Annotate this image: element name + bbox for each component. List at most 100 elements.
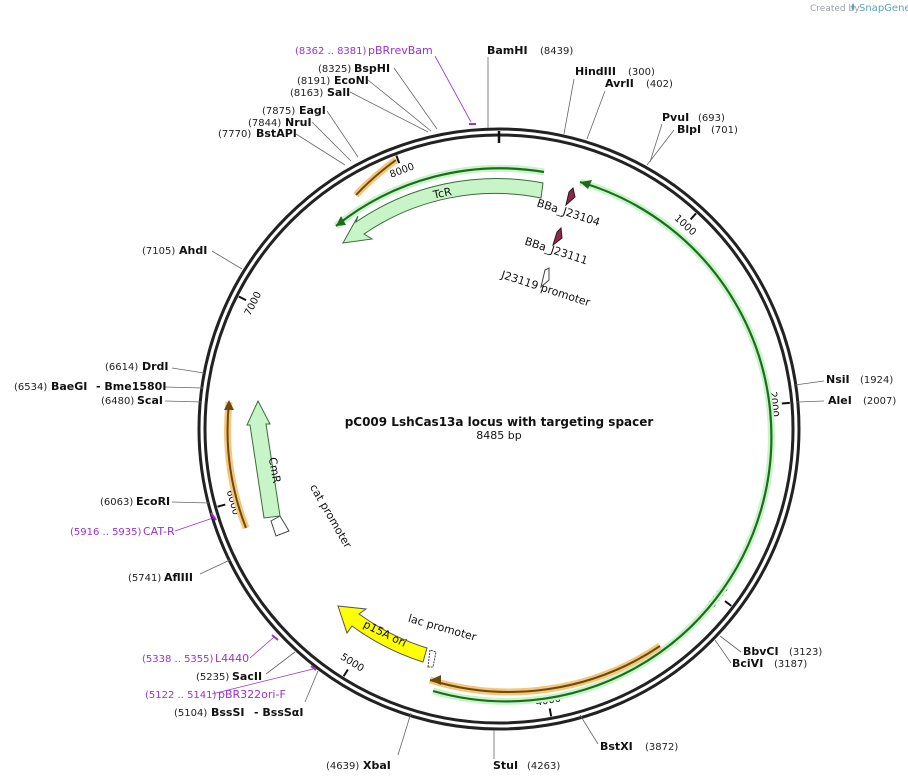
tcr-feature-arrow[interactable]: [342, 178, 544, 244]
enzyme-hindiii-name[interactable]: HindIII: [575, 65, 616, 78]
enzyme-blpi-pos: (701): [711, 125, 738, 136]
enzyme-bbvci-name[interactable]: BbvCI: [743, 645, 779, 658]
enzyme-xbai-name[interactable]: XbaI: [363, 759, 391, 772]
enzyme-scai-pos: (6480): [101, 396, 134, 407]
enzyme-scai-name[interactable]: ScaI: [137, 394, 163, 407]
enzyme-bstapi-pos: (7770): [218, 129, 251, 140]
enzyme-bsssi-pos: (5104): [174, 708, 207, 719]
tick-mark-7000: [238, 295, 247, 301]
enzyme-pvui-pos: (693): [698, 113, 725, 124]
tick-label-5000: 5000: [338, 652, 365, 675]
orange-arc-bottom-halo: [428, 643, 662, 696]
enzyme-pvui-name[interactable]: PvuI: [662, 111, 689, 124]
snapgene-logo-icon: [851, 3, 855, 11]
enzyme-afliii-pos: (5741): [128, 573, 161, 584]
enzyme-nrui-name[interactable]: NruI: [285, 116, 312, 129]
enzyme-bsssi-name[interactable]: BssSI: [211, 706, 245, 719]
enzyme-ecori-name[interactable]: EcoRI: [136, 495, 170, 508]
enzyme-bstxi-name[interactable]: BstXI: [600, 740, 633, 753]
primer-l4440-mark: [271, 634, 279, 641]
enzyme-bbvci-pos: (3123): [789, 647, 822, 658]
tick-mark-4000: [548, 708, 553, 717]
enzyme-baegi-extra: - Bme1580I: [96, 380, 166, 393]
orange-arc-top: [355, 159, 397, 196]
orf-arc-right: [432, 180, 773, 703]
bba-j23104-marker[interactable]: [565, 187, 576, 207]
feature-label-cmr[interactable]: CmR: [266, 456, 283, 484]
tick-mark-6000: [217, 503, 226, 508]
primer-pbrrevbam-pos: (8362 .. 8381): [295, 46, 367, 57]
enzyme-ecori-pos: (6063): [100, 497, 133, 508]
enzyme-xbai-pos: (4639): [326, 761, 359, 772]
feature-label-cat-promoter[interactable]: cat promoter: [307, 482, 354, 551]
primer-pbr322ori-f-name[interactable]: pBR322ori-F: [218, 688, 286, 701]
feature-label-lac-promoter[interactable]: lac promoter: [407, 612, 479, 644]
orf-arc-top: [335, 167, 545, 227]
orange-arc-bottom: [429, 645, 661, 693]
tick-mark-5000: [342, 668, 349, 677]
enzyme-bcivi-name[interactable]: BciVI: [732, 657, 763, 670]
orf-arc-top-arrowhead: [336, 216, 346, 226]
enzyme-afliii-name[interactable]: AflIII: [164, 571, 193, 584]
credit-text: Created by: [810, 4, 860, 14]
enzyme-drdi-pos: (6614): [105, 362, 138, 373]
orange-arc-left-arrowhead: [224, 400, 234, 410]
enzyme-bstapi-name[interactable]: BstAPI: [256, 127, 297, 140]
cmr-feature-arrow[interactable]: [246, 399, 281, 519]
p15a-ori-arrow[interactable]: [337, 605, 428, 663]
map-length: 8485 bp: [476, 429, 521, 442]
enzyme-drdi-name[interactable]: DrdI: [142, 360, 169, 373]
primer-cat-r-name[interactable]: CAT-R: [143, 525, 175, 538]
primer-pbrrevbam-name[interactable]: pBRrevBam: [368, 44, 433, 57]
orange-arc-bottom-arrowhead: [430, 675, 441, 685]
lac-promoter-arrow[interactable]: [427, 649, 437, 668]
enzyme-blpi-name[interactable]: BlpI: [677, 123, 701, 136]
primer-pbr322ori-f-mark: [310, 665, 317, 671]
enzyme-sali-name[interactable]: SalI: [327, 86, 350, 99]
enzyme-baegi-pos: (6534): [14, 382, 47, 393]
enzyme-sacii-name[interactable]: SacII: [232, 670, 262, 683]
primer-labels: (8362 .. 8381) pBRrevBam (5916 .. 5935) …: [70, 44, 433, 701]
tick-label-7000: 7000: [243, 290, 264, 318]
enzyme-baegi-name[interactable]: BaeGI: [51, 380, 87, 393]
j23119-promoter-marker[interactable]: [540, 267, 550, 289]
enzyme-nsii-pos: (1924): [860, 375, 893, 386]
feature-arcs: [210, 123, 775, 705]
enzyme-econi-pos: (8191): [297, 76, 330, 87]
enzyme-stui-name[interactable]: StuI: [493, 759, 518, 772]
credit-brand: SnapGene: [859, 3, 908, 14]
enzyme-avrii-name[interactable]: AvrII: [605, 77, 634, 90]
enzyme-bcivi-pos: (3187): [774, 659, 807, 670]
enzyme-leader-lines: [164, 57, 825, 759]
feature-label-tcr[interactable]: TcR: [431, 185, 453, 202]
enzyme-ahdi-pos: (7105): [142, 246, 175, 257]
enzyme-nsii-name[interactable]: NsiI: [826, 373, 850, 386]
tick-mark-2000: [781, 401, 790, 405]
primer-cat-r-mark: [210, 512, 217, 521]
enzyme-alei-pos: (2007): [863, 396, 896, 407]
enzyme-bsphi-pos: (8325): [318, 64, 351, 75]
enzyme-sacii-pos: (5235): [196, 672, 229, 683]
tick-mark-1000: [689, 212, 697, 221]
primer-leader-lines: [174, 55, 472, 695]
orange-arc-left: [226, 401, 247, 529]
bba-j23111-marker[interactable]: [552, 226, 563, 247]
enzyme-nrui-pos: (7844): [248, 118, 281, 129]
tick-mark-3000: [724, 600, 732, 607]
enzyme-bsssi-extra: - BssSαI: [254, 706, 303, 719]
cat-promoter-arrow[interactable]: [270, 515, 290, 537]
enzyme-alei-name[interactable]: AleI: [828, 394, 852, 407]
enzyme-ahdi-name[interactable]: AhdI: [179, 244, 207, 257]
enzyme-eagi-pos: (7875): [262, 106, 295, 117]
enzyme-bamhi-name[interactable]: BamHI: [487, 44, 528, 57]
orf-arc-right-arrowhead: [580, 180, 592, 189]
primer-l4440-name[interactable]: L4440: [215, 652, 249, 665]
tick-mark-8000: [395, 155, 401, 164]
backbone-outer-ring: [197, 127, 801, 731]
enzyme-stui-pos: (4263): [527, 761, 560, 772]
enzyme-bstxi-pos: (3872): [645, 742, 678, 753]
enzyme-econi-name[interactable]: EcoNI: [334, 74, 369, 87]
enzyme-bsphi-name[interactable]: BspHI: [354, 62, 390, 75]
enzyme-eagi-name[interactable]: EagI: [299, 104, 326, 117]
enzyme-avrii-pos: (402): [646, 79, 673, 90]
